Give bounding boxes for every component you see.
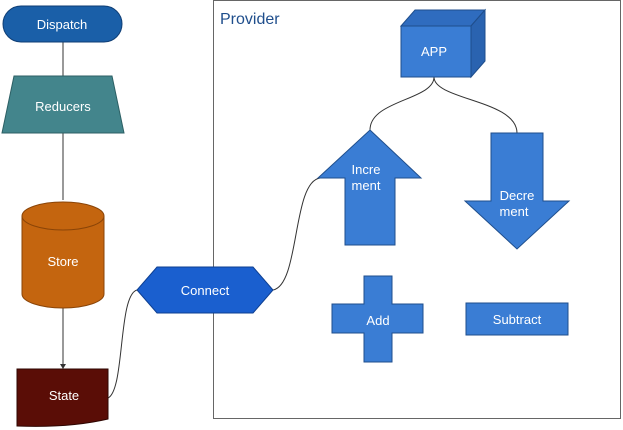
add-label: Add [366, 313, 389, 328]
reducers-shape [1, 75, 125, 134]
provider-label: Provider [220, 11, 280, 28]
add-node: Add [331, 275, 424, 363]
connect-label: Connect [181, 283, 230, 298]
reducers-label: Reducers [35, 99, 91, 114]
add-shape [331, 275, 424, 363]
dispatch-shape [2, 5, 123, 43]
dispatch-node: Dispatch [2, 5, 123, 43]
app-to-decrement-connector [433, 76, 518, 134]
state-node: State [16, 368, 109, 427]
dispatch-label: Dispatch [37, 17, 88, 32]
app-top-face [399, 9, 487, 27]
connect-shape [136, 266, 274, 314]
store-node: Store [21, 201, 105, 309]
decrement-label-line1: Decre [500, 188, 535, 203]
state-to-connect-connector [107, 289, 138, 399]
subtract-shape [465, 302, 569, 336]
decrement-node: Decre ment [463, 132, 571, 250]
decrement-label-line2: ment [500, 204, 529, 219]
store-to-state-arrowhead [60, 364, 66, 369]
connect-to-increment-connector [272, 177, 321, 291]
connect-node: Connect [136, 266, 274, 314]
increment-label-line2: ment [352, 178, 381, 193]
subtract-label: Subtract [493, 312, 542, 327]
increment-shape [316, 129, 423, 246]
app-label: APP [421, 44, 447, 59]
app-to-increment-connector [369, 76, 435, 131]
store-label: Store [47, 254, 78, 269]
increment-node: Incre ment [316, 129, 423, 246]
store-top-rim [21, 215, 105, 231]
app-node: APP [399, 8, 487, 79]
state-label: State [49, 388, 79, 403]
subtract-node: Subtract [465, 302, 569, 336]
reducers-node: Reducers [1, 75, 125, 134]
state-shape [16, 368, 109, 427]
decrement-shape [463, 132, 571, 250]
app-front-face [400, 25, 472, 78]
increment-label-line1: Incre [352, 162, 381, 177]
